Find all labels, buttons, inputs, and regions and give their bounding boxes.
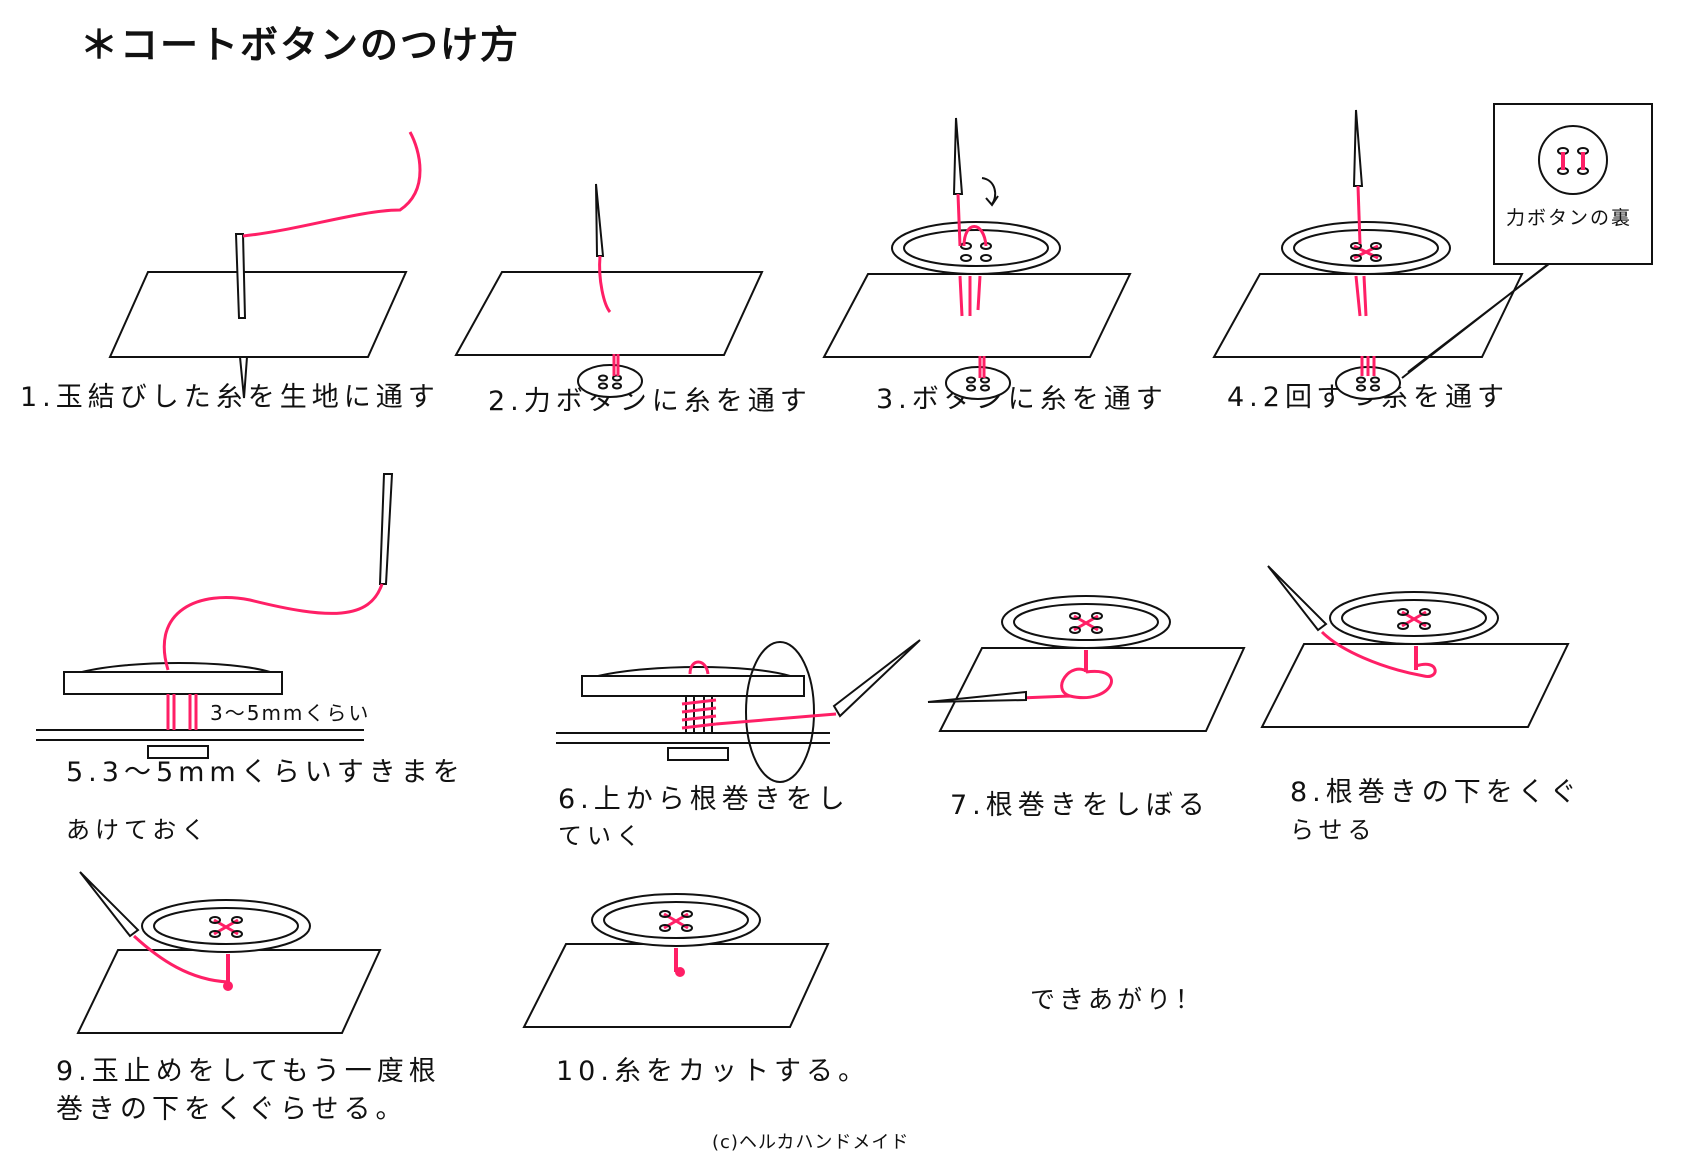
- step-4-illustration: 力ボタンの裏: [1212, 103, 1653, 400]
- thread: [1320, 630, 1437, 678]
- thread: [132, 934, 229, 984]
- step-1-caption: 1.玉結びした糸を生地に通す: [20, 382, 440, 413]
- step-9-caption-line2: 巻きの下をくぐらせる。: [56, 1094, 408, 1125]
- step-5-illustration: [36, 473, 394, 759]
- reinforcement-button: [945, 366, 1011, 400]
- step-6-caption-line2: ていく: [558, 822, 645, 850]
- fabric-lines: [556, 732, 830, 744]
- credit-text: (c)ヘルカハンドメイド: [712, 1132, 910, 1153]
- needle: [1352, 109, 1364, 187]
- thread: [598, 255, 612, 313]
- needle: [234, 233, 247, 319]
- coat-button: [891, 221, 1061, 275]
- step-5-gap-note: 3〜5mmくらい: [210, 701, 371, 725]
- fabric: [522, 943, 830, 1028]
- pointer-line: [1401, 253, 1563, 379]
- step-2-illustration: [454, 183, 764, 398]
- page-title: ＊コートボタンのつけ方: [80, 23, 521, 67]
- step-8-caption-line1: 8.根巻きの下をくぐ: [1290, 777, 1582, 808]
- step-6-caption-line1: 6.上から根巻きをし: [558, 784, 850, 815]
- inset-box: [1493, 103, 1653, 265]
- thread: [956, 193, 988, 247]
- needle: [79, 871, 140, 938]
- fabric: [76, 949, 382, 1034]
- wrapping-thread: [681, 698, 717, 730]
- thread: [715, 712, 837, 726]
- needle: [952, 117, 964, 195]
- step-3-caption: 3.ボタンに糸を通す: [876, 384, 1168, 415]
- coat-button: [1281, 221, 1451, 275]
- step-8-caption-line2: らせる: [1290, 816, 1377, 844]
- button-holes: [598, 374, 622, 390]
- step-5-caption-line1: 5.3〜5mmくらいすきまを: [66, 757, 465, 788]
- rotate-arrow-icon: [981, 177, 999, 207]
- reinforcement-button: [667, 747, 729, 761]
- needle-tip: [238, 356, 249, 399]
- step-2-caption: 2.力ボタンに糸を通す: [488, 386, 812, 417]
- thread: [162, 583, 384, 671]
- step-9-illustration: [76, 871, 382, 1034]
- step-10-caption: 10.糸をカットする。: [556, 1056, 870, 1087]
- wrap-direction-loop: [745, 641, 815, 783]
- inset-button: [1538, 125, 1608, 195]
- fabric: [108, 271, 408, 358]
- thread: [1019, 667, 1113, 700]
- fabric: [822, 273, 1132, 358]
- needle: [595, 183, 605, 257]
- needle: [1267, 565, 1328, 632]
- inset-label: 力ボタンの裏: [1506, 207, 1632, 229]
- thread: [242, 131, 422, 238]
- step-7-illustration: [927, 595, 1246, 732]
- finished-label: できあがり！: [1030, 985, 1205, 1014]
- step-6-illustration: [556, 639, 921, 783]
- fabric-lines: [36, 729, 364, 741]
- fabric: [1260, 643, 1570, 728]
- needle: [378, 473, 394, 585]
- fabric: [938, 647, 1246, 732]
- step-1-illustration: [108, 131, 422, 399]
- step-9-caption-line1: 9.玉止めをしてもう一度根: [56, 1056, 441, 1087]
- reinforcement-button: [577, 364, 643, 398]
- step-7-caption: 7.根巻きをしぼる: [950, 790, 1210, 821]
- step-3-illustration: [822, 117, 1132, 400]
- needle: [927, 690, 1027, 703]
- step-10-illustration: [522, 893, 830, 1028]
- coat-button: [63, 671, 283, 695]
- fabric: [454, 271, 764, 356]
- coat-button: [581, 675, 805, 697]
- reinforcement-button: [147, 745, 209, 759]
- step-8-illustration: [1260, 565, 1570, 728]
- knot: [675, 967, 685, 977]
- fabric: [1212, 273, 1524, 358]
- step-5-caption-line2: あけておく: [66, 816, 211, 844]
- needle: [832, 639, 921, 718]
